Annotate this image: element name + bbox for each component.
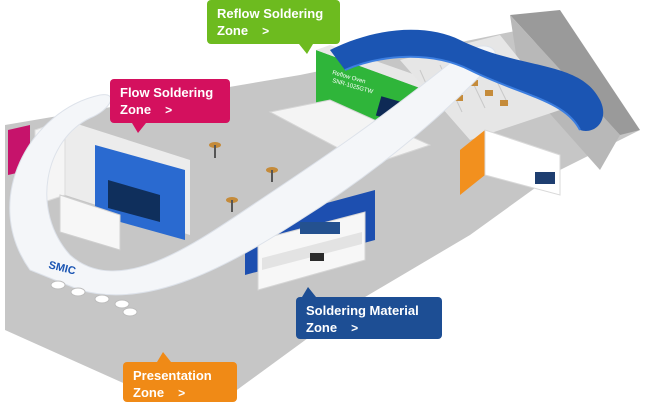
flow-zone-line2: Zone: [120, 102, 152, 117]
chevron-right-icon: >: [165, 103, 173, 117]
orange-wall-panel: [460, 130, 485, 195]
material-screen: [300, 222, 340, 234]
chevron-right-icon: >: [262, 24, 270, 38]
material-zone-line2: Zone: [306, 320, 338, 335]
reflow-soldering-zone-label[interactable]: Reflow Soldering Zone >: [207, 0, 340, 54]
floor-stands: [214, 145, 273, 212]
right-room-screen: [535, 172, 555, 184]
curved-ribbon-white: [9, 45, 497, 296]
presentation-zone-label[interactable]: Presentation Zone >: [123, 352, 237, 402]
chevron-right-icon: >: [178, 386, 186, 400]
material-product: [310, 253, 324, 261]
flow-soldering-zone-label[interactable]: Flow Soldering Zone >: [110, 79, 230, 133]
reflow-zone-line1: Reflow Soldering: [217, 6, 324, 21]
material-zone-line1: Soldering Material: [306, 303, 419, 318]
flow-zone-line1: Flow Soldering: [120, 85, 214, 100]
presentation-zone-line1: Presentation: [133, 368, 212, 383]
ribbon-blue-highlight: [344, 55, 581, 131]
soldering-material-zone-label[interactable]: Soldering Material Zone >: [296, 287, 442, 339]
reflow-zone-line2: Zone: [217, 23, 249, 38]
back-wall-right: [510, 10, 640, 135]
flow-machine: [59, 194, 121, 251]
chevron-right-icon: >: [351, 321, 359, 335]
presentation-zone-line2: Zone: [133, 385, 165, 400]
presentation-stools: [50, 280, 138, 317]
curved-ribbon-blue: [330, 29, 604, 131]
back-chairs: [455, 80, 508, 106]
material-shelf: [262, 232, 362, 270]
flow-screen: [108, 180, 160, 222]
